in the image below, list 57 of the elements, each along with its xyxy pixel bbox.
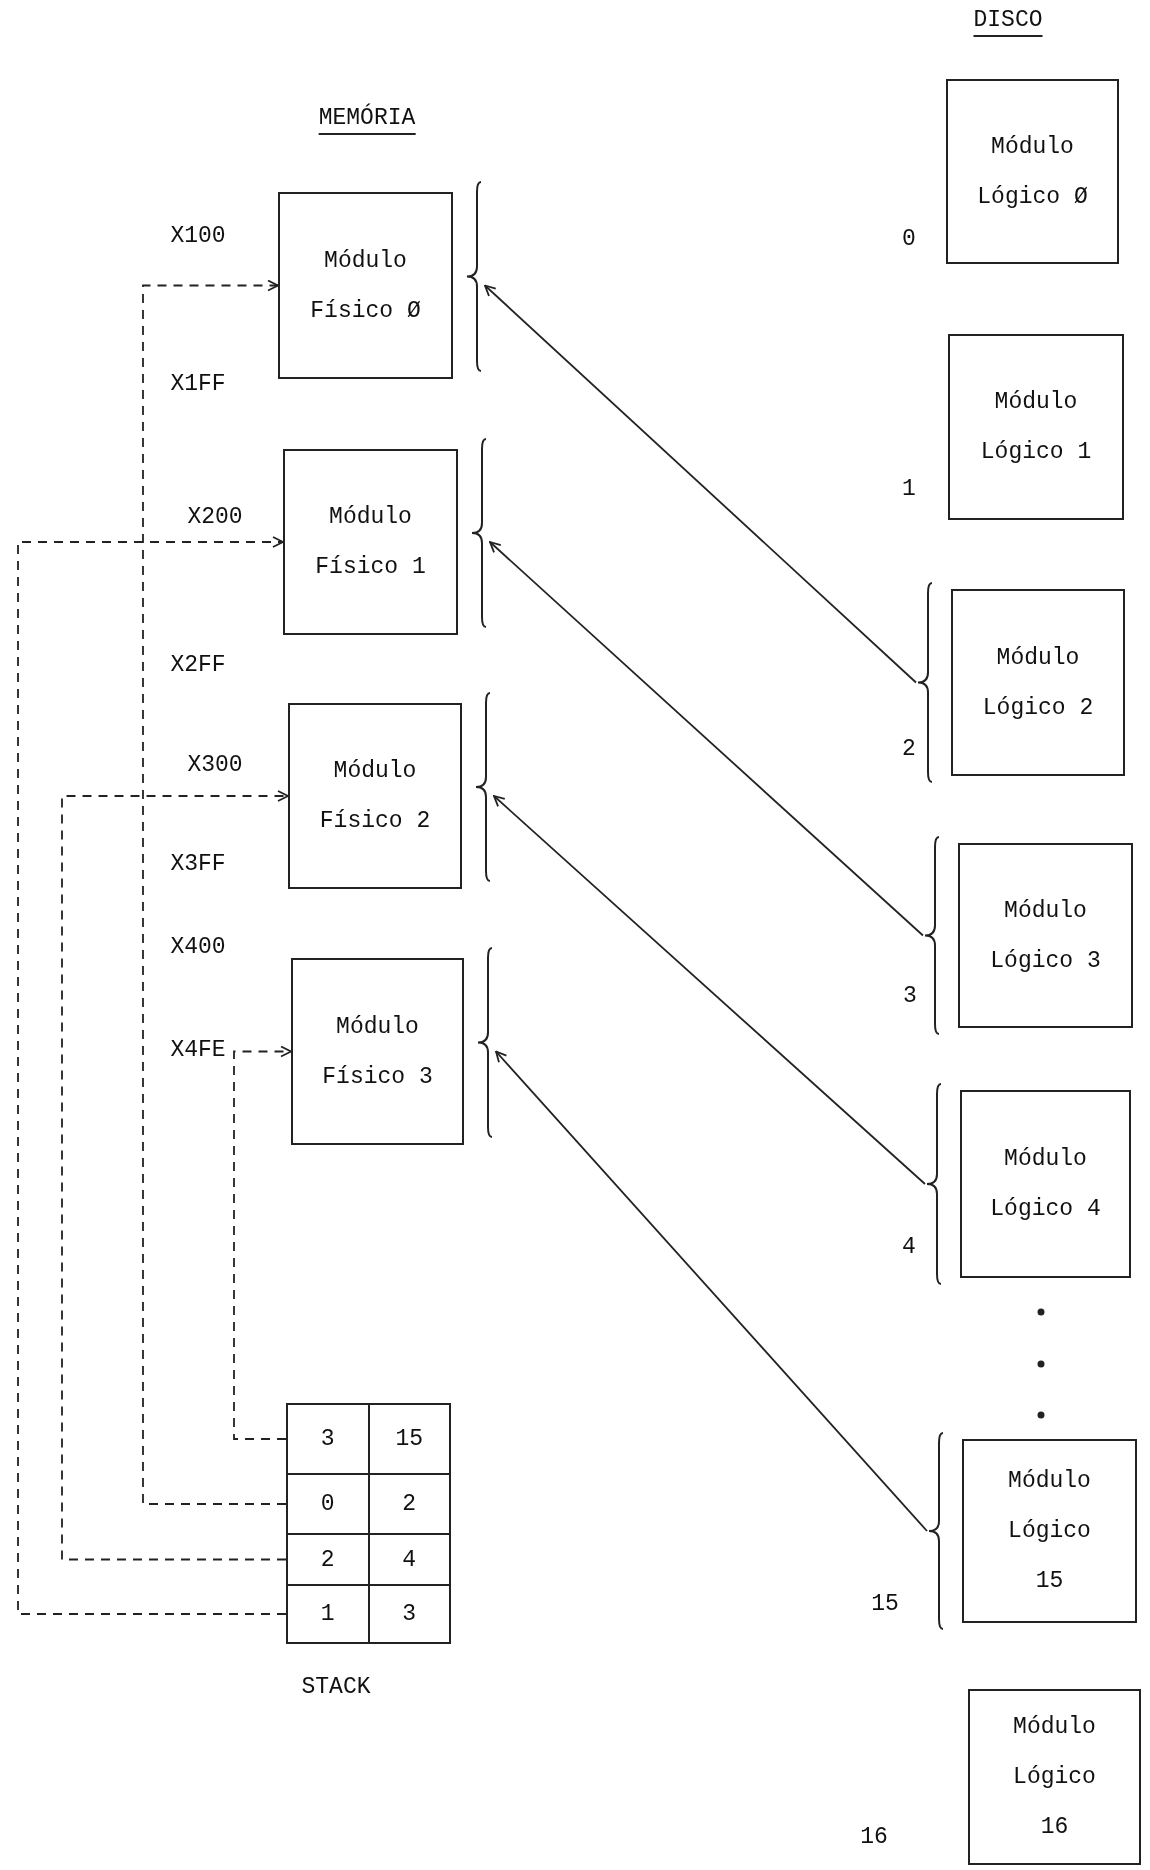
module-number: 3 <box>903 983 917 1009</box>
stack-row <box>286 1473 451 1535</box>
arrow <box>484 284 917 684</box>
address-label: X1FF <box>170 371 226 397</box>
column-heading: DISCO <box>973 7 1043 37</box>
dashed-arrow <box>142 279 287 1505</box>
arrow <box>493 795 926 1185</box>
stack-value: 4 <box>401 1545 418 1575</box>
module-box <box>283 449 458 635</box>
dashed-arrow <box>233 1045 292 1440</box>
module-number: 2 <box>902 736 916 762</box>
module-box <box>951 589 1125 776</box>
module-box <box>288 703 462 889</box>
dashed-arrow <box>61 790 289 1561</box>
stack-row <box>286 1533 451 1586</box>
module-label: Módulo Lógico 4 <box>989 1145 1102 1224</box>
module-number: 4 <box>902 1234 916 1260</box>
address-label: X200 <box>187 504 243 530</box>
module-label: Módulo Físico 1 <box>314 503 427 582</box>
module-box <box>948 334 1124 520</box>
module-number: 16 <box>860 1824 888 1850</box>
address-label: X3FF <box>170 851 226 877</box>
module-label: Módulo Lógico 1 <box>979 388 1093 467</box>
module-label: Módulo Lógico 16 <box>1012 1713 1097 1842</box>
stack-value: 3 <box>401 1600 418 1629</box>
address-label: X400 <box>170 934 226 960</box>
module-box <box>968 1689 1141 1865</box>
address-label: X2FF <box>170 652 226 678</box>
module-label: Módulo Físico 2 <box>318 757 432 836</box>
module-label: Módulo Lógico 3 <box>989 896 1102 976</box>
address-label: X100 <box>170 223 226 249</box>
address-label: X300 <box>187 752 243 778</box>
column-heading: MEMÓRIA <box>318 105 416 135</box>
dashed-arrow <box>17 536 287 1615</box>
stack-row <box>286 1584 451 1644</box>
address-label: STACK <box>301 1674 371 1700</box>
module-box <box>958 843 1133 1028</box>
stack-value: 1 <box>288 1586 370 1642</box>
stack-value: 15 <box>394 1425 425 1454</box>
address-label: X4FE <box>170 1037 226 1063</box>
module-number: 1 <box>902 476 916 502</box>
module-label: Módulo Lógico 2 <box>981 643 1095 723</box>
arrow <box>489 541 924 937</box>
module-box <box>291 958 464 1145</box>
module-box <box>960 1090 1131 1278</box>
module-label: Módulo Lógico 15 <box>1007 1467 1092 1596</box>
module-box <box>278 192 453 379</box>
module-label: Módulo Físico Ø <box>309 246 422 326</box>
stack-row <box>286 1403 451 1475</box>
module-box <box>962 1439 1137 1623</box>
module-label: Módulo Lógico Ø <box>976 132 1089 212</box>
module-label: Módulo Físico 3 <box>321 1012 434 1092</box>
module-number: 0 <box>902 226 916 252</box>
module-box <box>946 79 1119 264</box>
stack-value: 2 <box>401 1490 418 1519</box>
module-number: 15 <box>871 1591 899 1617</box>
arrow <box>495 1050 928 1532</box>
